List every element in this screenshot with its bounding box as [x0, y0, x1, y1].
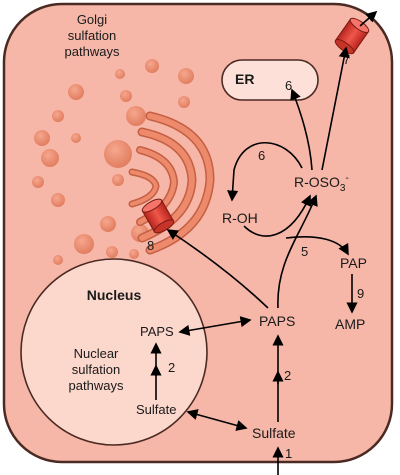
- nuclear-pathways-line-3: pathways: [69, 378, 124, 393]
- label-sulfate-cytosol: Sulfate: [252, 425, 296, 441]
- label-r-oso3-sup: -: [345, 173, 348, 184]
- nucleus: [20, 258, 208, 446]
- label-paps-cytosol: PAPS: [259, 313, 295, 329]
- arrow-roh-to-roso3: [243, 194, 312, 237]
- nucleus-title: Nucleus: [87, 287, 142, 303]
- step-9: 9: [357, 286, 364, 301]
- label-amp: AMP: [335, 316, 365, 332]
- arrow-export-outside: [359, 10, 378, 27]
- golgi-title-line-3: pathways: [65, 44, 120, 59]
- nuclear-pathways-line-1: Nuclear: [74, 346, 119, 361]
- nuclear-pathways-line-2: sulfation: [72, 362, 120, 377]
- arrow-roso3-export: [321, 46, 350, 171]
- arrow-to-pap: [285, 235, 349, 256]
- er-label: ER: [235, 71, 254, 87]
- step-6-er: 6: [285, 78, 292, 93]
- step-1: 1: [285, 446, 292, 461]
- step-6-cycle: 6: [258, 148, 265, 163]
- step-2-cytosol: 2: [284, 368, 291, 383]
- step-5: 5: [301, 244, 308, 259]
- golgi-vesicles: [32, 59, 194, 265]
- label-r-oso3-sub: 3: [340, 183, 346, 194]
- nucleus-sulfate: Sulfate: [136, 402, 176, 417]
- label-r-oso3: R-OSO3-: [294, 173, 349, 194]
- label-r-oh: R-OH: [222, 210, 258, 226]
- arrow-roso3-to-er: [290, 88, 313, 171]
- golgi-title-line-1: Golgi: [77, 12, 107, 27]
- arrow-sulfate-exchange: [186, 409, 248, 431]
- golgi-title-line-2: sulfation: [68, 28, 116, 43]
- step-7: 7: [343, 52, 350, 67]
- arrow-paps-to-roso3: [277, 194, 318, 309]
- step-2-nucleus: 2: [168, 360, 175, 375]
- transporter-8: [141, 198, 175, 234]
- arrow-paps-to-golgi: [166, 229, 269, 309]
- step-8: 8: [147, 238, 154, 253]
- nucleus-paps: PAPS: [140, 324, 174, 339]
- arrow-roso3-to-roh: [227, 142, 303, 202]
- label-r-oso3-base: R-OSO: [294, 174, 340, 190]
- arrow-paps-exchange: [178, 316, 252, 336]
- label-pap: PAP: [340, 255, 367, 271]
